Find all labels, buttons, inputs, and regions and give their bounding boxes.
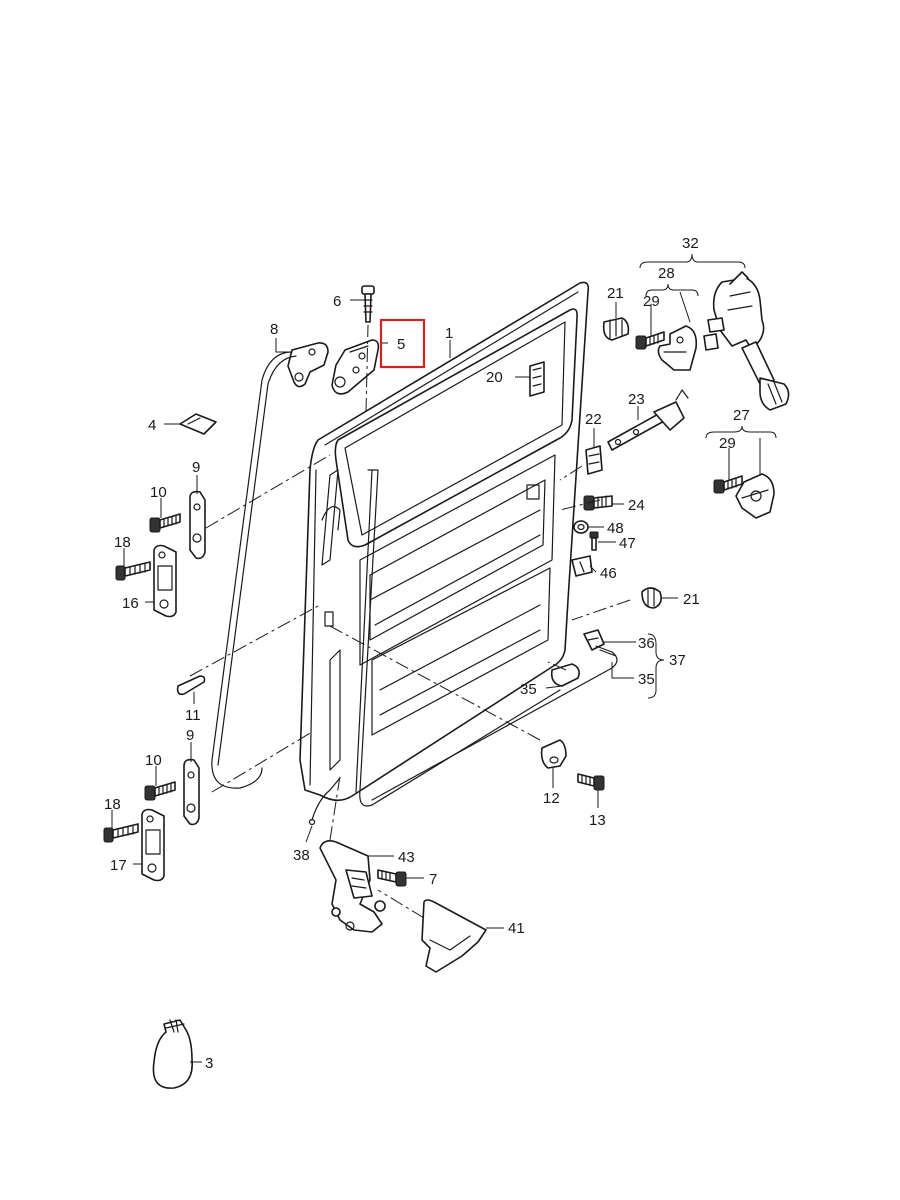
lock-rod-23 (607, 389, 689, 451)
callout-9-lower: 9 (186, 727, 194, 744)
lock-actuator-32 (703, 271, 790, 411)
screw-47 (589, 531, 599, 551)
latch-28 (657, 325, 698, 371)
clip-36 (583, 629, 605, 651)
upper-roller-guide (331, 339, 380, 395)
striker-16 (153, 544, 177, 618)
wire-38 (308, 777, 341, 826)
pad-4 (179, 413, 217, 435)
leader-lines (111, 253, 777, 1063)
grease-bag-3 (152, 1019, 193, 1089)
lower-roller-43 (319, 840, 386, 933)
screw-29-top (635, 331, 665, 350)
catch-27 (735, 473, 775, 519)
screw-10-lower (144, 781, 176, 801)
callout-21-upper: 21 (607, 285, 624, 302)
callout-47: 47 (619, 535, 636, 552)
hinge-9-lower (183, 758, 200, 826)
callout-27: 27 (733, 407, 750, 424)
clip-11 (176, 675, 206, 696)
callout-37: 37 (669, 652, 686, 669)
callout-43: 43 (398, 849, 415, 866)
striker-17 (141, 808, 165, 882)
bolt-13 (577, 773, 605, 791)
callout-1: 1 (445, 325, 453, 342)
callout-24: 24 (628, 497, 645, 514)
guide-20 (529, 361, 545, 397)
callout-35-left: 35 (520, 681, 537, 698)
cap-35 (550, 663, 580, 687)
screw-29-lower (713, 475, 743, 494)
callout-18-upper: 18 (114, 534, 131, 551)
bolt-7 (377, 869, 407, 887)
callout-6: 6 (333, 293, 341, 310)
callout-38: 38 (293, 847, 310, 864)
buffer-21-lower (641, 587, 662, 609)
hinge-bracket-8 (211, 342, 329, 789)
callout-3: 3 (205, 1055, 213, 1072)
callout-41: 41 (508, 920, 525, 937)
callout-21-lower: 21 (683, 591, 700, 608)
callout-35-right: 35 (638, 671, 655, 688)
highlight-box (379, 318, 426, 369)
callout-17: 17 (110, 857, 127, 874)
rod-46 (571, 555, 593, 577)
callout-11: 11 (185, 707, 201, 724)
guide-12 (540, 739, 567, 769)
screw-18-lower (103, 823, 139, 843)
callout-46: 46 (600, 565, 617, 582)
callout-29-lower: 29 (719, 435, 736, 452)
nut-48 (573, 520, 589, 534)
callout-5: 5 (397, 336, 405, 353)
callout-12: 12 (543, 790, 560, 807)
screw-18-upper (115, 561, 151, 581)
assembly-lines (189, 324, 631, 919)
cover-41 (421, 899, 487, 973)
callout-28: 28 (658, 265, 675, 282)
screw-10-upper (149, 513, 181, 533)
callout-18-lower: 18 (104, 796, 121, 813)
callout-4: 4 (148, 417, 156, 434)
callout-16: 16 (122, 595, 139, 612)
callout-20: 20 (486, 369, 503, 386)
callout-22: 22 (585, 411, 602, 428)
callout-10-lower: 10 (145, 752, 162, 769)
callout-7: 7 (429, 871, 437, 888)
callout-13: 13 (589, 812, 606, 829)
callout-9-upper: 9 (192, 459, 200, 476)
sliding-door-panel (299, 281, 590, 807)
callout-labels: 1 3 4 5 6 7 8 9 9 10 10 11 12 13 16 17 1… (104, 235, 750, 1072)
bolt-6 (361, 285, 375, 323)
buffer-21-top (602, 317, 630, 341)
callout-32: 32 (682, 235, 699, 252)
hinge-9-upper (189, 490, 206, 560)
callout-48: 48 (607, 520, 624, 537)
callout-23: 23 (628, 391, 645, 408)
callout-36: 36 (638, 635, 655, 652)
callout-8: 8 (270, 321, 278, 338)
callout-29-upper: 29 (643, 293, 660, 310)
guide-22 (585, 445, 603, 475)
callout-10-upper: 10 (150, 484, 167, 501)
